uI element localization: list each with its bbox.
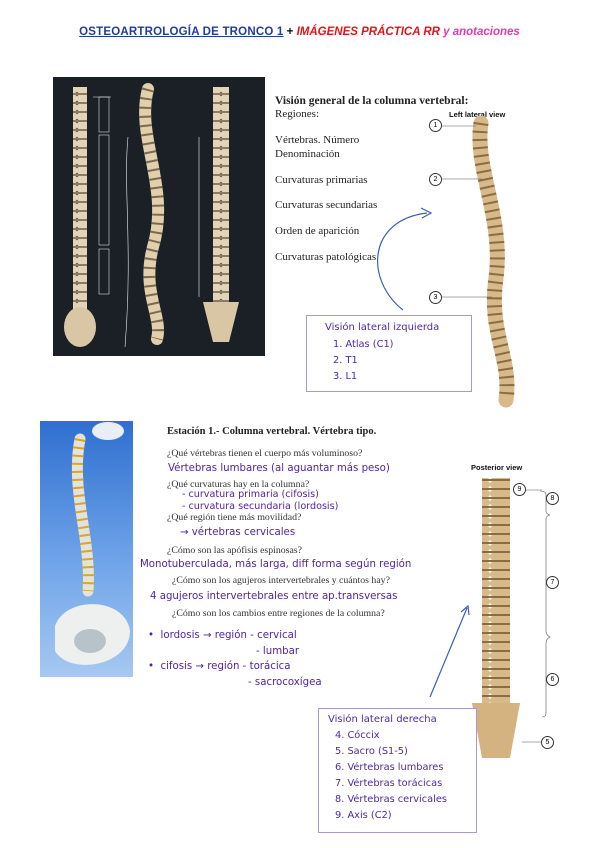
question-1: ¿Qué vértebras tienen el cuerpo más volu…: [167, 448, 363, 459]
page-title: OSTEOARTROLOGÍA DE TRONCO 1 + IMÁGENES P…: [0, 26, 599, 38]
callout-7: 7: [546, 576, 559, 589]
title-plus: +: [283, 26, 297, 38]
right-lateral-legend-title: Visión lateral derecha: [328, 714, 437, 725]
left-lateral-legend-title: Visión lateral izquierda: [325, 322, 440, 333]
callout-6: 6: [546, 673, 559, 686]
right-lateral-legend-box: Visión lateral derecha 4. Cóccix 5. Sacr…: [318, 708, 477, 833]
callout-1: 1: [429, 119, 442, 132]
question-5: ¿Cómo son los agujeros intervertebrales …: [172, 575, 390, 586]
callout-5: 5: [541, 736, 554, 749]
bullet-dot: •: [148, 630, 155, 641]
overview-item-regiones: Regiones:: [275, 108, 319, 121]
bullet-dot: •: [148, 661, 155, 672]
spine-model-photo: [40, 421, 133, 677]
overview-item-curv-patologicas: Curvaturas patológicas: [275, 250, 377, 263]
bullet-cifosis-text: cifosis → región - torácica: [160, 661, 291, 672]
posterior-diagram: [462, 463, 599, 768]
title-imagenes: IMÁGENES PRÁCTICA RR: [296, 26, 440, 38]
legend-item-7: 7. Vértebras torácicas: [335, 778, 443, 789]
legend-item-8: 8. Vértebras cervicales: [335, 794, 447, 805]
callout-9: 9: [513, 483, 526, 496]
callout-2: 2: [429, 173, 442, 186]
overview-item-denominacion: Denominación: [275, 147, 340, 160]
bullet-lordosis-sub: - lumbar: [256, 646, 300, 657]
answer-2b: - curvatura secundaria (lordosis): [182, 501, 339, 512]
legend-item-3: 3. L1: [333, 371, 358, 382]
overview-text: Visión general de la columna vertebral: …: [275, 94, 505, 265]
left-lateral-title: Left lateral view: [449, 110, 506, 119]
legend-item-4: 4. Cóccix: [335, 730, 380, 741]
spine-views-illustration: [64, 83, 239, 348]
straight-arrow-annotation: [429, 604, 470, 698]
callout-3: 3: [429, 291, 442, 304]
station-heading: Estación 1.- Columna vertebral. Vértebra…: [167, 426, 377, 437]
overview-item-vertebras: Vértebras. Número: [275, 134, 360, 147]
answer-2a: - curvatura primaria (cifosis): [182, 489, 319, 500]
overview-heading: Visión general de la columna vertebral:: [275, 95, 469, 107]
answer-1: Vértebras lumbares (al aguantar más peso…: [168, 463, 390, 474]
legend-item-5: 5. Sacro (S1-5): [335, 746, 408, 757]
bullet-cifosis: • cifosis → región - torácica: [148, 661, 291, 672]
legend-item-2: 2. T1: [333, 355, 358, 366]
answer-3: → vértebras cervicales: [180, 527, 296, 538]
legend-item-1: 1. Atlas (C1): [333, 339, 394, 350]
answer-5: 4 agujeros intervertebrales entre ap.tra…: [150, 591, 398, 602]
legend-item-9: 9. Axis (C2): [335, 810, 392, 821]
title-osteoartrologia: OSTEOARTROLOGÍA DE TRONCO 1: [79, 26, 284, 38]
overview-item-orden: Orden de aparición: [275, 225, 360, 238]
spine-views-photo: [53, 77, 265, 356]
left-lateral-spine-illustration: [442, 115, 515, 408]
question-6: ¿Cómo son los cambios entre regiones de …: [172, 608, 385, 619]
left-lateral-diagram: [426, 108, 536, 413]
overview-heading-suffix: :: [464, 95, 469, 107]
curved-arrow-annotation: [377, 207, 433, 311]
bullet-lordosis: • lordosis → región - cervical: [148, 630, 297, 641]
question-2: ¿Qué curvaturas hay en la columna?: [167, 479, 310, 490]
posterior-title: Posterior view: [471, 463, 523, 472]
posterior-spine-illustration: [472, 478, 551, 758]
overview-item-curv-primarias: Curvaturas primarias: [275, 173, 368, 186]
bullet-lordosis-text: lordosis → región - cervical: [160, 630, 297, 641]
spine-model-illustration: [55, 422, 130, 665]
callout-8: 8: [546, 492, 559, 505]
answer-4: Monotuberculada, más larga, diff forma s…: [140, 559, 412, 570]
overview-item-curv-secundarias: Curvaturas secundarias: [275, 199, 378, 212]
bullet-cifosis-sub: - sacrocoxígea: [248, 677, 322, 688]
legend-item-6: 6. Vértebras lumbares: [335, 762, 444, 773]
left-lateral-legend-box: Visión lateral izquierda 1. Atlas (C1) 2…: [306, 315, 472, 392]
question-3: ¿Qué región tiene más movilidad?: [167, 512, 302, 523]
question-4: ¿Cómo son las apófisis espinosas?: [167, 545, 302, 556]
title-anotaciones: y anotaciones: [439, 26, 520, 38]
